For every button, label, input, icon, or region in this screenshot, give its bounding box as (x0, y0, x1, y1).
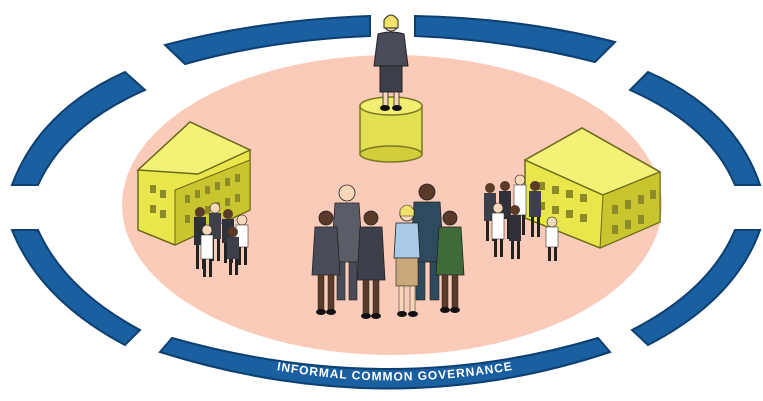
leader-on-pedestal (359, 14, 423, 163)
adult-figure (330, 184, 364, 301)
ring-segment-bottom (158, 336, 612, 390)
ring-segment-left-upper (10, 70, 147, 186)
ring-segment-top-right (414, 14, 617, 64)
adult-figure (435, 210, 465, 313)
adult-figure (356, 210, 386, 319)
governance-ring (10, 14, 762, 390)
school-building-right (523, 127, 662, 249)
adult-figure (393, 204, 421, 317)
arena-ellipse (122, 55, 662, 355)
students-group-right (484, 174, 559, 261)
ring-segment-left-lower (10, 229, 142, 347)
students-group-left (194, 202, 249, 277)
school-building-left (136, 121, 252, 246)
ring-segment-top-left (163, 14, 371, 66)
leader-figure (373, 14, 409, 111)
ring-segment-right-lower (630, 229, 762, 347)
ring-segment-right-upper (628, 70, 762, 186)
adults-group-center (311, 183, 465, 319)
adult-figure (311, 210, 341, 315)
pedestal (359, 96, 423, 163)
